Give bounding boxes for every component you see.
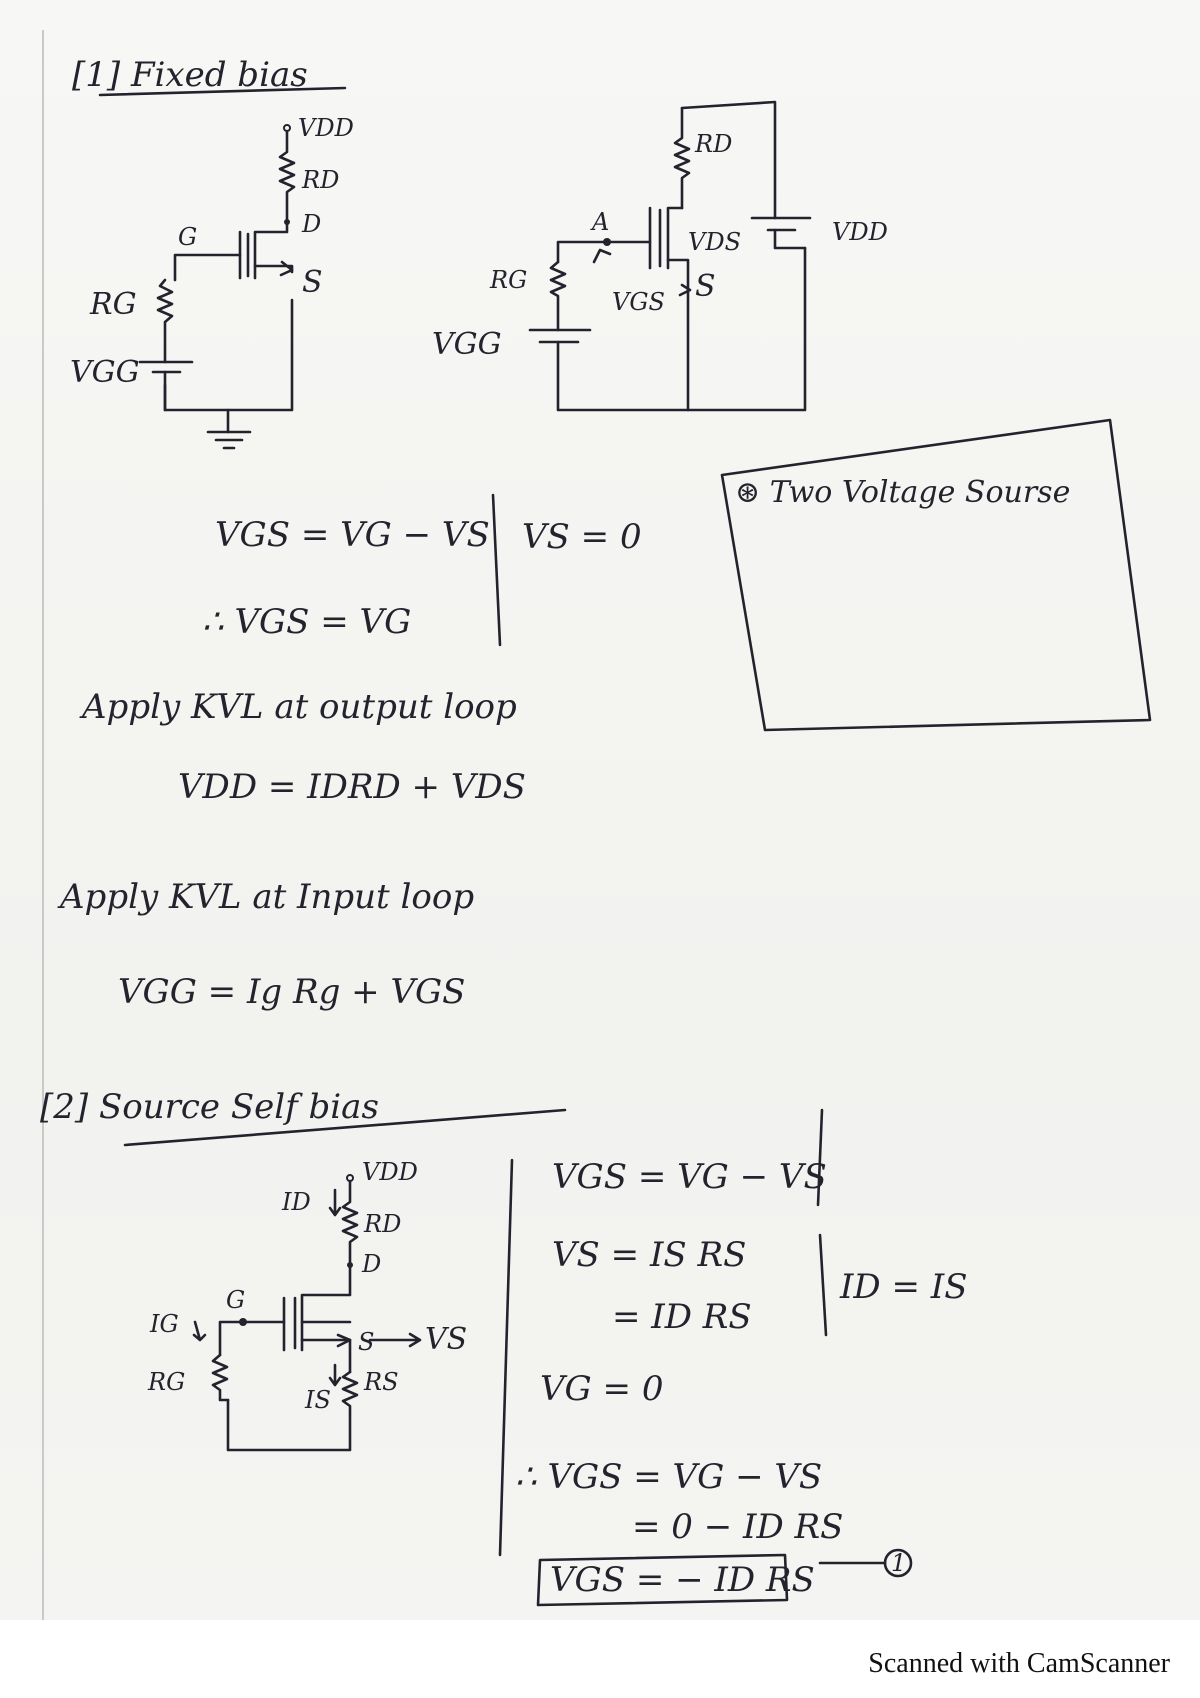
eq-number-circle [883,1548,913,1578]
s2-eq3: = ID RS [612,1297,752,1337]
c1-s-label: S [302,265,323,300]
c3-vs-label: VS [425,1322,468,1357]
s1-eq1: VGS = VG − VS [215,515,490,555]
s1-eq2: ∴ VGS = VG [202,602,412,642]
c3-g-label: G [226,1286,246,1314]
c1-rg-label: RG [90,287,137,322]
title2-underline [123,1108,567,1147]
c3-is-label: IS [305,1386,331,1414]
c3-rg-label: RG [148,1368,186,1396]
divider2 [498,1158,514,1557]
c3-s-label: S [358,1328,375,1356]
asterisk-circle-icon: ⊛ [735,475,770,510]
c3-rd-label: RD [364,1210,402,1238]
c3-d-label: D [362,1250,382,1278]
boxed-eq-outline [536,1553,789,1607]
note-box-text: ⊛ Two Voltage Sourse [735,478,1070,508]
s2-eq2: VS = IS RS [552,1235,747,1275]
divider4 [818,1233,828,1337]
kvl-input-eq: VGG = Ig Rg + VGS [118,972,466,1012]
title1-underline [98,86,347,97]
note-box-outline [720,418,1152,732]
c3-vdd-label: VDD [362,1158,418,1186]
circuit1-schematic [138,124,296,450]
s1-eq-vs: VS = 0 [522,517,642,557]
kvl-output-label: Apply KVL at output loop [82,687,517,727]
c1-rd-label: RD [302,166,340,194]
c1-d-label: D [302,210,322,238]
s2-eq5: ∴ VGS = VG − VS [515,1457,823,1497]
c2-rg-label: RG [490,266,528,294]
kvl-input-label: Apply KVL at Input loop [60,877,475,917]
c1-vgg-label: VGG [70,355,140,390]
section2-title: [2] Source Self bias [40,1087,379,1127]
circuit3-schematic [192,1174,422,1452]
s2-side-eq: ID = IS [840,1267,968,1307]
section1-title: [1] Fixed bias [72,55,308,95]
note-box-label: Two Voltage Sourse [769,475,1071,510]
c2-vgg-label: VGG [432,327,502,362]
c1-g-label: G [178,223,198,251]
s2-boxed-eq: VGS = − ID RS [550,1560,815,1600]
kvl-output-eq: VDD = IDRD + VDS [178,767,526,807]
s2-eq1: VGS = VG − VS [552,1157,827,1197]
c2-vdd-label: VDD [832,218,888,246]
c2-vds-label: VDS [688,228,742,256]
c3-id-label: ID [282,1188,311,1216]
footer-strip [0,1620,1200,1698]
divider3 [816,1108,824,1207]
c2-s-label: S [695,269,716,304]
c1-vdd-label: VDD [298,114,354,142]
c2-rd-label: RD [695,130,733,158]
s2-eq6: = 0 − ID RS [632,1507,844,1547]
c2-vgs-label: VGS [612,288,665,316]
footer-watermark: Scanned with CamScanner [868,1648,1170,1679]
margin-line [42,30,44,1630]
divider1 [491,493,502,647]
c3-rs-label: RS [364,1368,399,1396]
s2-eq4: VG = 0 [540,1369,664,1409]
s2-eq-number: 1 [891,1549,907,1577]
circuit2-schematic [528,100,812,412]
c2-a-label: A [592,208,610,236]
c3-ig-label: IG [150,1310,179,1338]
